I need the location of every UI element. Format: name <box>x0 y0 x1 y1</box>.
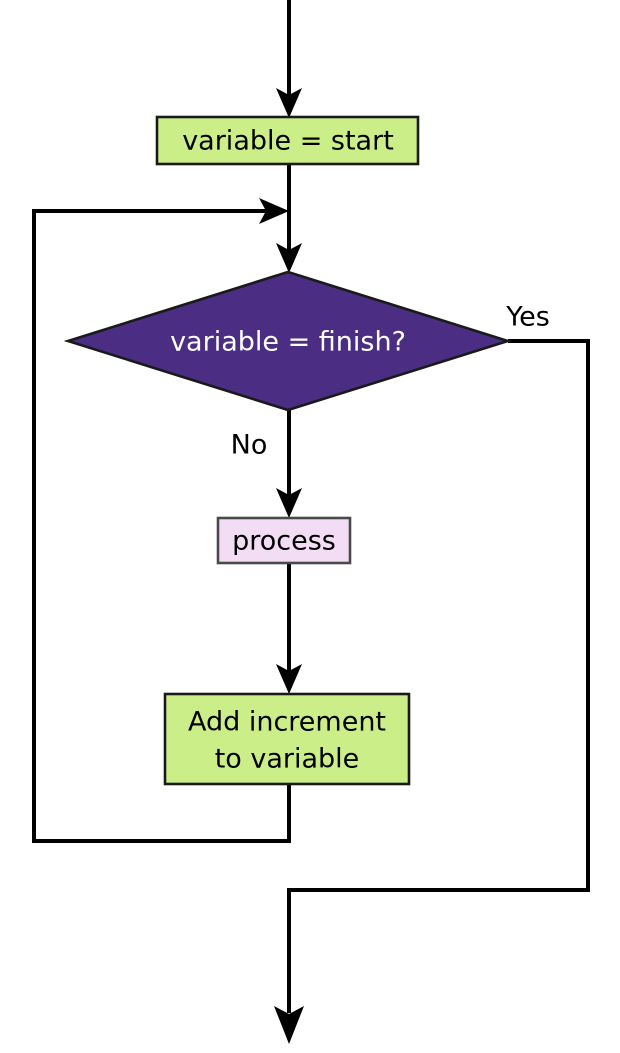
edge-label-yes: Yes <box>505 302 550 333</box>
arrowhead-icon <box>276 88 302 118</box>
arrowhead-icon <box>259 198 289 224</box>
edge-init-to-decision <box>276 164 302 273</box>
edge-process-to-increment <box>276 563 302 694</box>
node-process-shape[interactable] <box>216 516 352 565</box>
node-process[interactable]: process <box>216 516 352 565</box>
node-increment-shape[interactable] <box>163 692 411 786</box>
node-init[interactable]: variable = start <box>155 115 420 166</box>
node-process-label: process <box>232 526 336 557</box>
edge-increment-to-decision-loop <box>32 198 291 843</box>
edge-entry-to-init <box>276 0 302 118</box>
node-increment-label-line1: Add increment <box>188 707 386 738</box>
edge-label-no: No <box>231 430 268 461</box>
node-decision-shape[interactable] <box>63 270 513 412</box>
node-decision-label: variable = finish? <box>170 327 406 358</box>
arrowhead-icon <box>276 243 302 273</box>
node-increment-label-line2: to variable <box>215 744 360 775</box>
node-init-shape[interactable] <box>155 115 420 166</box>
edge-decision-no-to-process <box>276 410 302 518</box>
node-decision[interactable]: variable = finish? <box>63 270 513 412</box>
node-init-label: variable = start <box>182 126 394 157</box>
node-increment[interactable]: Add increment to variable <box>163 692 411 786</box>
arrowhead-icon <box>274 1006 304 1044</box>
arrowhead-icon <box>276 488 302 518</box>
arrowhead-icon <box>276 664 302 694</box>
edge-decision-yes-to-exit <box>274 339 590 1044</box>
